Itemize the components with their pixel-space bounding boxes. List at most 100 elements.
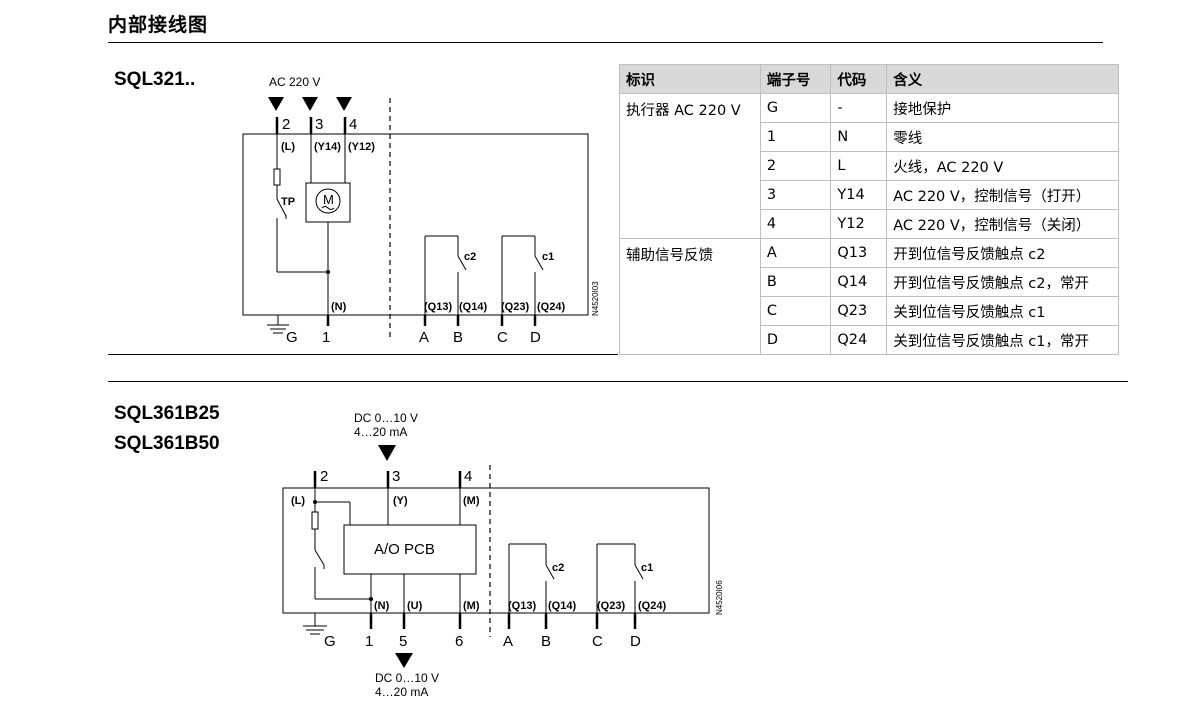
cell-meaning: 开到位信号反馈触点 c2，常开 bbox=[886, 267, 1119, 297]
sql321-terminal-b: B bbox=[453, 329, 463, 346]
sql361-model-b25: SQL361B25 bbox=[114, 403, 220, 424]
sql321-motor-label: M bbox=[323, 192, 334, 207]
table-row: 执行器 AC 220 V G - 接地保护 bbox=[619, 93, 1119, 239]
sql361-terminal-5: 5 bbox=[399, 633, 407, 650]
cell-meaning: 零线 bbox=[886, 122, 1119, 152]
sql321-signal-q14: (Q14) bbox=[459, 301, 487, 313]
sql361-output-arrow bbox=[395, 653, 413, 668]
sql321-signal-y14: (Y14) bbox=[314, 141, 341, 153]
sql321-housing bbox=[242, 133, 589, 316]
sql361-terminal-b: B bbox=[541, 633, 551, 650]
sql321-terminal-d: D bbox=[530, 329, 541, 346]
cell-meaning: 接地保护 bbox=[886, 93, 1119, 123]
table-row: D Q24 关到位信号反馈触点 c1，常开 bbox=[620, 325, 1119, 355]
cell-meaning: 开到位信号反馈触点 c2 bbox=[886, 238, 1119, 268]
sql321-signal-y12: (Y12) bbox=[348, 141, 375, 153]
sql361-signal-y: (Y) bbox=[393, 495, 408, 507]
sql361-signal-q24: (Q24) bbox=[638, 600, 666, 612]
cell-code: Q13 bbox=[830, 238, 888, 268]
title-rule bbox=[108, 42, 1103, 43]
cell-terminal: D bbox=[759, 325, 832, 355]
sql361-signal-q23: (Q23) bbox=[597, 600, 625, 612]
cell-code: - bbox=[830, 93, 888, 123]
sql361-signal-q13: (Q13) bbox=[508, 600, 536, 612]
cell-meaning: AC 220 V，控制信号（关闭） bbox=[886, 209, 1119, 239]
sql361-signal-m-bottom: (M) bbox=[463, 600, 480, 612]
sql361-signal-m-top: (M) bbox=[463, 495, 480, 507]
cell-terminal: C bbox=[759, 296, 832, 326]
cell-meaning: 关到位信号反馈触点 c1，常开 bbox=[886, 325, 1119, 355]
sql321-tp-label: TP bbox=[281, 196, 295, 208]
table-row: B Q14 开到位信号反馈触点 c2，常开 bbox=[620, 267, 1119, 297]
header-code: 代码 bbox=[830, 64, 888, 94]
header-meaning: 含义 bbox=[886, 64, 1119, 94]
sql361-terminal-d: D bbox=[630, 633, 641, 650]
sql321-input-arrow-3 bbox=[302, 97, 318, 111]
table-header-row: 标识 端子号 代码 含义 bbox=[619, 64, 1119, 94]
sql361-signal-u: (U) bbox=[407, 600, 423, 612]
group-label: 执行器 AC 220 V bbox=[619, 93, 761, 239]
sql321-model: SQL321.. bbox=[114, 69, 196, 90]
header-terminal: 端子号 bbox=[759, 64, 832, 94]
sql361-housing bbox=[282, 487, 710, 614]
cell-meaning: 关到位信号反馈触点 c1 bbox=[886, 296, 1119, 326]
sql361-signal-n: (N) bbox=[374, 600, 390, 612]
sql321-diagram: AC 220 V 2 3 4 (L) (Y14) (Y12) TP M (N) bbox=[242, 75, 600, 346]
cell-code: N bbox=[830, 122, 888, 152]
group-label: 辅助信号反馈 bbox=[619, 238, 761, 355]
sql321-terminal-3: 3 bbox=[315, 116, 323, 133]
cell-terminal: 3 bbox=[759, 180, 832, 210]
table-row: C Q23 关到位信号反馈触点 c1 bbox=[620, 296, 1119, 326]
sql361-diagram: DC 0…10 V 4…20 mA 2 3 4 (L) (Y) (M) A/O … bbox=[282, 411, 724, 699]
sql361-terminal-2: 2 bbox=[320, 468, 328, 485]
sql321-drawing-code: N4520I03 bbox=[591, 281, 600, 316]
cell-code: Q24 bbox=[830, 325, 888, 355]
table-row: 辅助信号反馈 A Q13 开到位信号反馈触点 c2 bbox=[619, 238, 1119, 355]
sql361-terminal-c: C bbox=[592, 633, 603, 650]
table-row: 4 Y12 AC 220 V，控制信号（关闭） bbox=[620, 209, 1119, 239]
sql361-output-label-2: 4…20 mA bbox=[375, 685, 428, 699]
sql321-signal-n: (N) bbox=[331, 301, 347, 313]
sql361-terminal-3: 3 bbox=[392, 468, 400, 485]
sql361-input-label-2: 4…20 mA bbox=[354, 425, 407, 439]
sql361-terminal-1: 1 bbox=[365, 633, 373, 650]
sql361-input-label-1: DC 0…10 V bbox=[354, 411, 418, 425]
sql321-terminal-4: 4 bbox=[349, 116, 357, 133]
sql321-terminal-1: 1 bbox=[322, 329, 330, 346]
sql321-input-arrow-4 bbox=[336, 97, 352, 111]
cell-code: Q14 bbox=[830, 267, 888, 297]
sql321-terminal-a: A bbox=[419, 329, 429, 346]
sql361-drawing-code: N4520I06 bbox=[715, 580, 724, 615]
cell-code: Y12 bbox=[830, 209, 888, 239]
sql361-model-b50: SQL361B50 bbox=[114, 433, 220, 454]
cell-meaning: AC 220 V，控制信号（打开） bbox=[886, 180, 1119, 210]
sql321-terminal-2: 2 bbox=[282, 116, 290, 133]
sql361-contact-c1: c1 bbox=[641, 562, 653, 574]
sql321-signal-q24: (Q24) bbox=[537, 301, 565, 313]
sql361-input-arrow bbox=[378, 445, 396, 461]
section1-bottom-rule bbox=[108, 354, 618, 355]
terminal-table: 标识 端子号 代码 含义 执行器 AC 220 V G - 接地保护 1 N 零… bbox=[619, 64, 1119, 355]
cell-terminal: 4 bbox=[759, 209, 832, 239]
sql361-contact-c2: c2 bbox=[552, 562, 564, 574]
sql361-terminal-a: A bbox=[503, 633, 513, 650]
header-label: 标识 bbox=[619, 64, 761, 94]
sql361-terminal-g: G bbox=[324, 633, 336, 650]
cell-code: Y14 bbox=[830, 180, 888, 210]
sql361-terminal-6: 6 bbox=[455, 633, 463, 650]
sql361-signal-l: (L) bbox=[291, 495, 305, 507]
sql321-signal-q23: (Q23) bbox=[501, 301, 529, 313]
cell-terminal: 2 bbox=[759, 151, 832, 181]
sql361-terminal-4: 4 bbox=[464, 468, 472, 485]
sql321-input-arrow-2 bbox=[268, 97, 284, 111]
cell-code: Q23 bbox=[830, 296, 888, 326]
sql321-signal-l: (L) bbox=[281, 141, 295, 153]
sql361-output-label-1: DC 0…10 V bbox=[375, 671, 439, 685]
section2-top-rule bbox=[108, 381, 1128, 382]
sql321-terminal-g: G bbox=[286, 329, 298, 346]
sql321-contact-c2: c2 bbox=[464, 251, 476, 263]
cell-terminal: B bbox=[759, 267, 832, 297]
cell-meaning: 火线，AC 220 V bbox=[886, 151, 1119, 181]
cell-terminal: G bbox=[759, 93, 832, 123]
sql321-supply-label: AC 220 V bbox=[269, 75, 320, 89]
